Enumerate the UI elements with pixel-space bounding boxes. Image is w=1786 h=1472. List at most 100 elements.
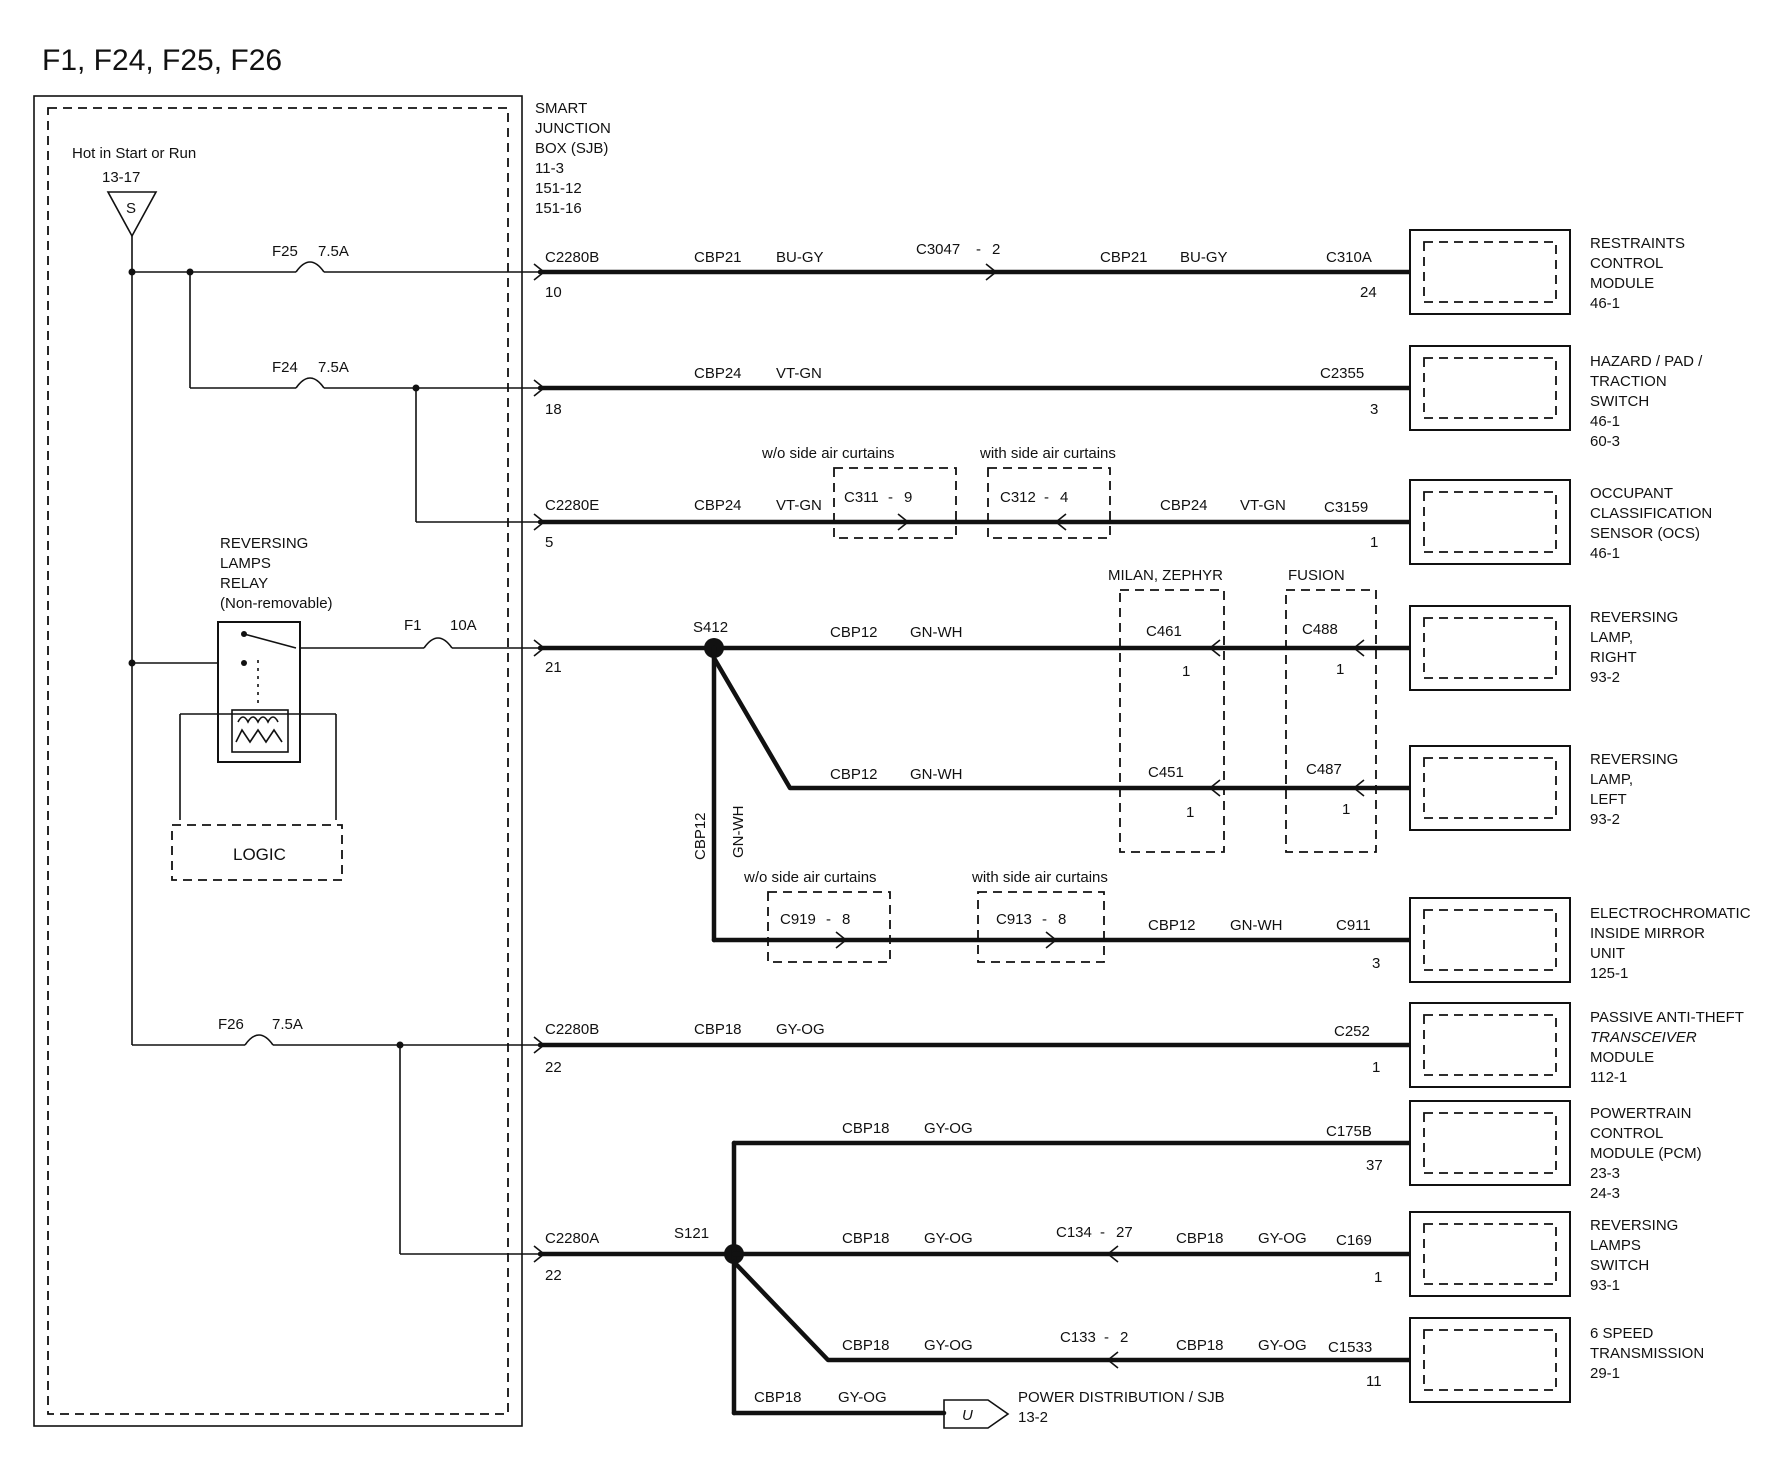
diagram-label: 151-16	[535, 200, 582, 217]
diagram-label: with side air curtains	[971, 869, 1108, 886]
diagram-label: CBP18	[1176, 1230, 1224, 1247]
diagram-label: C134	[1056, 1224, 1092, 1241]
diagram-label: LAMP,	[1590, 771, 1633, 788]
diagram-label: TRANSMISSION	[1590, 1345, 1704, 1362]
diagram-label: REVERSING	[1590, 751, 1678, 768]
diagram-label: -	[888, 489, 893, 506]
diagram-label: -	[826, 911, 831, 928]
diagram-label: CBP21	[1100, 249, 1148, 266]
component-reversing-lamp-right: REVERSING LAMP, RIGHT 93-2	[1409, 605, 1678, 691]
diagram-label: TRANSCEIVER	[1590, 1029, 1697, 1046]
diagram-label: 1	[1372, 1059, 1380, 1076]
diagram-label: 5	[545, 534, 553, 551]
diagram-label: 151-12	[535, 180, 582, 197]
diagram-label: C310A	[1326, 249, 1372, 266]
diagram-label: 93-1	[1590, 1277, 1620, 1294]
diagram-label: C2280B	[545, 249, 599, 266]
diagram-label: C312	[1000, 489, 1036, 506]
diagram-label: VT-GN	[776, 365, 822, 382]
diagram-label: C252	[1334, 1023, 1370, 1040]
diagram-label: C175B	[1326, 1123, 1372, 1140]
diagram-label: REVERSING	[1590, 609, 1678, 626]
diagram-label: C133	[1060, 1329, 1096, 1346]
diagram-label: 2	[992, 241, 1000, 258]
diagram-label: LEFT	[1590, 791, 1627, 808]
diagram-label: 1	[1374, 1269, 1382, 1286]
diagram-label: GY-OG	[776, 1021, 825, 1038]
circuit-cbp18-pats: C2280B 22 CBP18 GY-OG C252 1	[533, 1021, 1419, 1076]
diagram-label: POWERTRAIN	[1590, 1105, 1691, 1122]
fuse-f26-rating: 7.5A	[272, 1016, 303, 1033]
diagram-label: GY-OG	[924, 1120, 973, 1137]
fuse-f25-name: F25	[272, 243, 298, 260]
diagram-label: SMART	[535, 100, 587, 117]
diagram-label: LAMP,	[1590, 629, 1633, 646]
diagram-label: 8	[1058, 911, 1066, 928]
diagram-label: VT-GN	[776, 497, 822, 514]
circuit-cbp24-hazard: 18 CBP24 VT-GN C2355 3	[533, 365, 1419, 418]
diagram-label: C169	[1336, 1232, 1372, 1249]
diagram-label: CBP18	[842, 1230, 890, 1247]
fuse-f24-rating: 7.5A	[318, 359, 349, 376]
diagram-label: SWITCH	[1590, 1257, 1649, 1274]
diagram-label: C311	[844, 489, 879, 506]
component-reversing-lamp-left: REVERSING LAMP, LEFT 93-2	[1409, 745, 1678, 831]
diagram-label: INSIDE MIRROR	[1590, 925, 1705, 942]
diagram-label: SENSOR (OCS)	[1590, 525, 1700, 542]
diagram-label: C2280B	[545, 1021, 599, 1038]
diagram-label: 1	[1186, 804, 1194, 821]
diagram-label: 1	[1336, 661, 1344, 678]
diagram-label: BOX (SJB)	[535, 140, 608, 157]
component-transmission: 6 SPEED TRANSMISSION 29-1	[1409, 1317, 1704, 1403]
diagram-label: 4	[1060, 489, 1068, 506]
diagram-label: VT-GN	[1240, 497, 1286, 514]
diagram-label: MODULE	[1590, 275, 1654, 292]
diagram-label: LAMPS	[220, 555, 271, 572]
diagram-label: CBP18	[1176, 1337, 1224, 1354]
diagram-label: U	[962, 1407, 973, 1424]
diagram-label: UNIT	[1590, 945, 1625, 962]
vertical-circuit: CBP12	[692, 812, 709, 860]
diagram-label: 22	[545, 1059, 562, 1076]
fuse-f25-rating: 7.5A	[318, 243, 349, 260]
diagram-label: GN-WH	[910, 624, 963, 641]
reversing-lamps-relay: REVERSING LAMPS RELAY (Non-removable) LO…	[171, 535, 343, 881]
destination-label: POWER DISTRIBUTION / SJB	[1018, 1389, 1225, 1406]
diagram-label: S121	[674, 1225, 709, 1242]
diagram-label: 22	[545, 1267, 562, 1284]
diagram-label: JUNCTION	[535, 120, 611, 137]
diagram-label: C919	[780, 911, 816, 928]
diagram-label: CBP24	[1160, 497, 1208, 514]
diagram-label: C488	[1302, 621, 1338, 638]
diagram-label: 29-1	[1590, 1365, 1620, 1382]
diagram-label: C451	[1148, 764, 1184, 781]
diagram-label: 125-1	[1590, 965, 1628, 982]
diagram-label: 24-3	[1590, 1185, 1620, 1202]
diagram-label: 46-1	[1590, 413, 1620, 430]
diagram-label: 11	[1366, 1373, 1382, 1390]
component-pats-transceiver: PASSIVE ANTI-THEFT TRANSCEIVER MODULE 11…	[1409, 1002, 1744, 1088]
diagram-label: 10	[545, 284, 562, 301]
diagram-label: OCCUPANT	[1590, 485, 1673, 502]
diagram-label: TRACTION	[1590, 373, 1667, 390]
diagram-label: w/o side air curtains	[743, 869, 877, 886]
connector-ref-symbol	[943, 1399, 1010, 1429]
diagram-label: 46-1	[1590, 545, 1620, 562]
circuit-cbp21: C2280B 10 CBP21 BU-GY C3047 - 2 CBP21 BU…	[533, 241, 1419, 301]
diagram-label: CBP12	[1148, 917, 1196, 934]
diagram-label: GN-WH	[910, 766, 963, 783]
diagram-label: GY-OG	[1258, 1337, 1307, 1354]
diagram-label: 60-3	[1590, 433, 1620, 450]
diagram-label: C913	[996, 911, 1032, 928]
page-title: F1, F24, F25, F26	[42, 44, 282, 77]
diagram-label: CBP24	[694, 497, 742, 514]
diagram-label: 112-1	[1590, 1069, 1627, 1086]
diagram-label: w/o side air curtains	[761, 445, 895, 462]
fuse-f1-name: F1	[404, 617, 422, 634]
diagram-label: 18	[545, 401, 562, 418]
diagram-label: CBP18	[842, 1120, 890, 1137]
diagram-label: CBP18	[694, 1021, 742, 1038]
diagram-label: -	[976, 241, 981, 258]
diagram-label: 6 SPEED	[1590, 1325, 1654, 1342]
diagram-label: GY-OG	[924, 1230, 973, 1247]
